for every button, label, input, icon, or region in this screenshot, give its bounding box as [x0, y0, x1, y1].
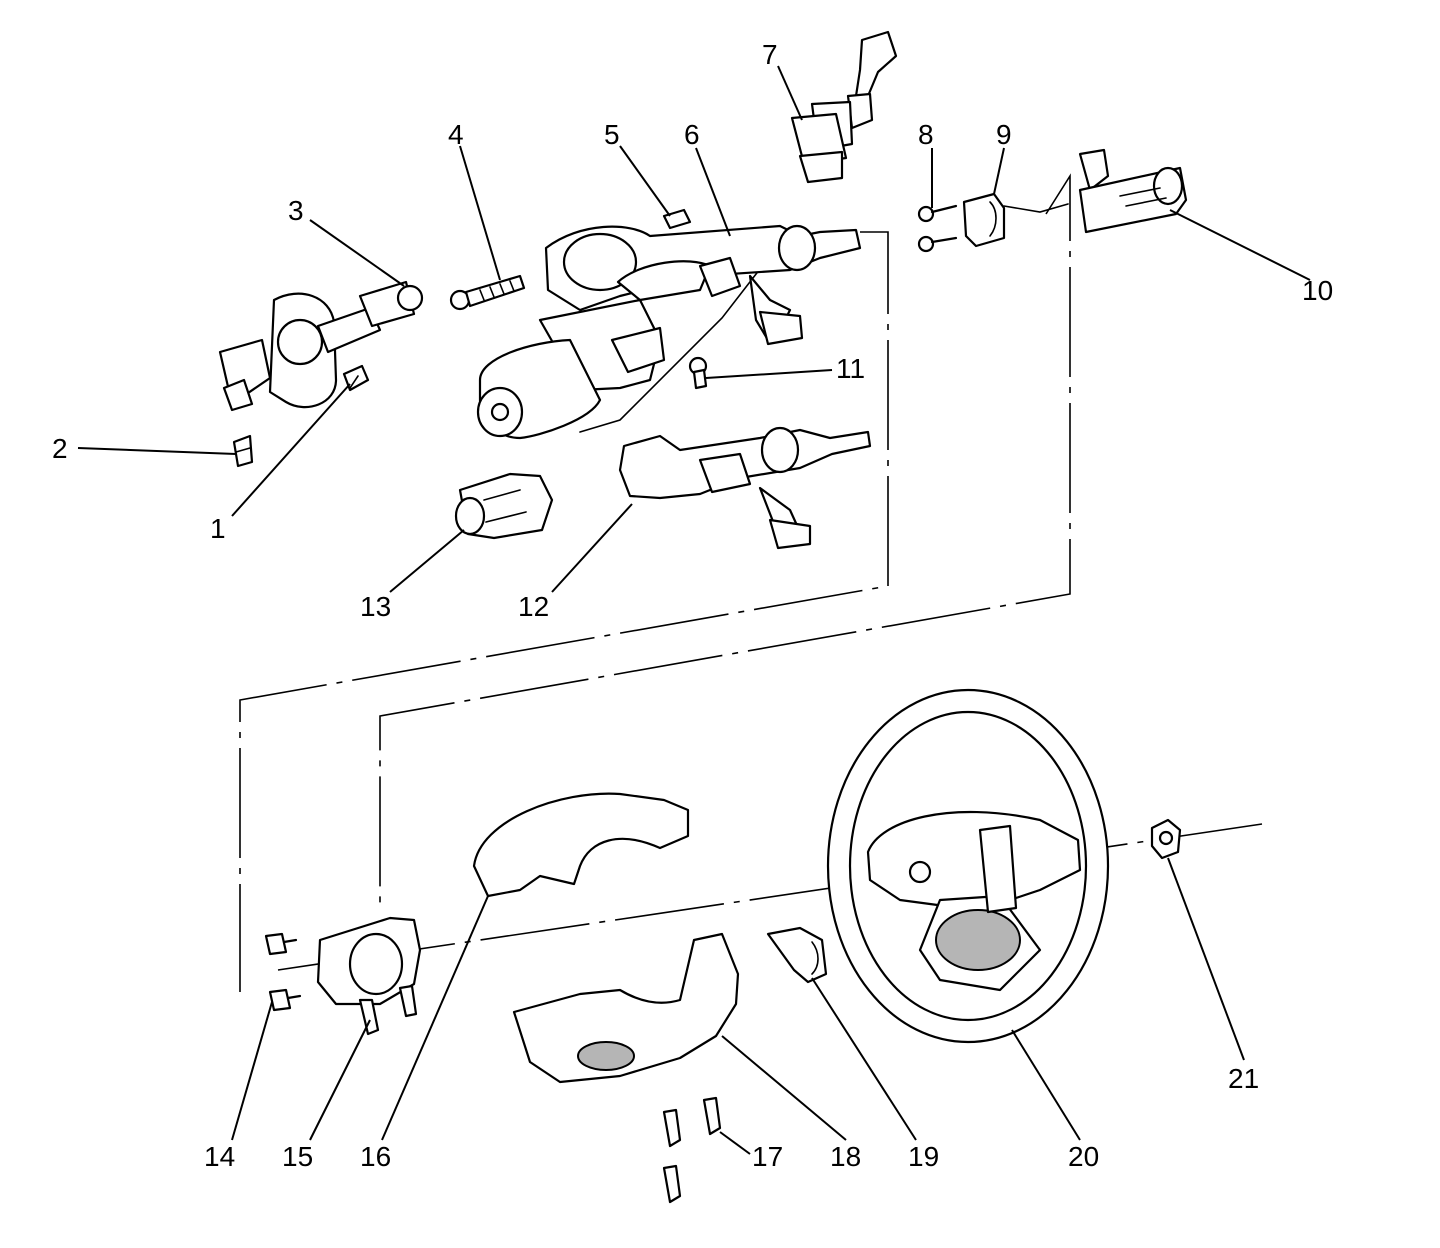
multifunction-switch-7 [790, 30, 898, 184]
switch-13 [454, 472, 554, 540]
upper-shroud-16 [472, 792, 690, 898]
bolt-5 [662, 208, 692, 230]
callout-6: 6 [684, 119, 700, 150]
callout-7: 7 [762, 39, 778, 70]
intermediate-shaft [218, 280, 424, 412]
callout-19: 19 [908, 1141, 939, 1172]
callout-12: 12 [518, 591, 549, 622]
module-15 [316, 916, 422, 1036]
callout-16: 16 [360, 1141, 391, 1172]
callout-8: 8 [918, 119, 934, 150]
bolts-14 [264, 932, 302, 1012]
callout-14: 14 [204, 1141, 235, 1172]
bolt-2 [232, 434, 254, 468]
callout-11: 11 [836, 353, 865, 384]
motor-assembly [476, 298, 666, 440]
steering-wheel-20 [826, 688, 1110, 1044]
callout-20: 20 [1068, 1141, 1099, 1172]
lock-housing-10 [1078, 148, 1188, 234]
callout-1: 1 [210, 513, 226, 544]
callout-labels: 1 2 3 4 5 6 7 8 9 10 11 12 13 14 15 16 1… [52, 39, 1333, 1172]
leader-lines [77, 65, 1311, 1155]
screws-8 [917, 204, 958, 253]
callout-9: 9 [996, 119, 1012, 150]
callout-21: 21 [1228, 1063, 1259, 1094]
column-assembly-12 [618, 426, 872, 550]
lower-shroud-18 [512, 932, 740, 1084]
callout-2: 2 [52, 433, 68, 464]
clip-19 [766, 926, 828, 984]
callout-17: 17 [752, 1141, 783, 1172]
callout-18: 18 [830, 1141, 861, 1172]
bracket-9 [962, 192, 1006, 248]
callout-5: 5 [604, 119, 620, 150]
callout-3: 3 [288, 195, 304, 226]
callout-10: 10 [1302, 275, 1333, 306]
bolt-4 [449, 274, 526, 311]
steering-column [544, 224, 862, 346]
nut-21 [1150, 818, 1182, 860]
callout-13: 13 [360, 591, 391, 622]
callout-4: 4 [448, 119, 464, 150]
screws-17 [662, 1096, 722, 1204]
bolt-11 [688, 356, 708, 390]
callout-15: 15 [282, 1141, 313, 1172]
